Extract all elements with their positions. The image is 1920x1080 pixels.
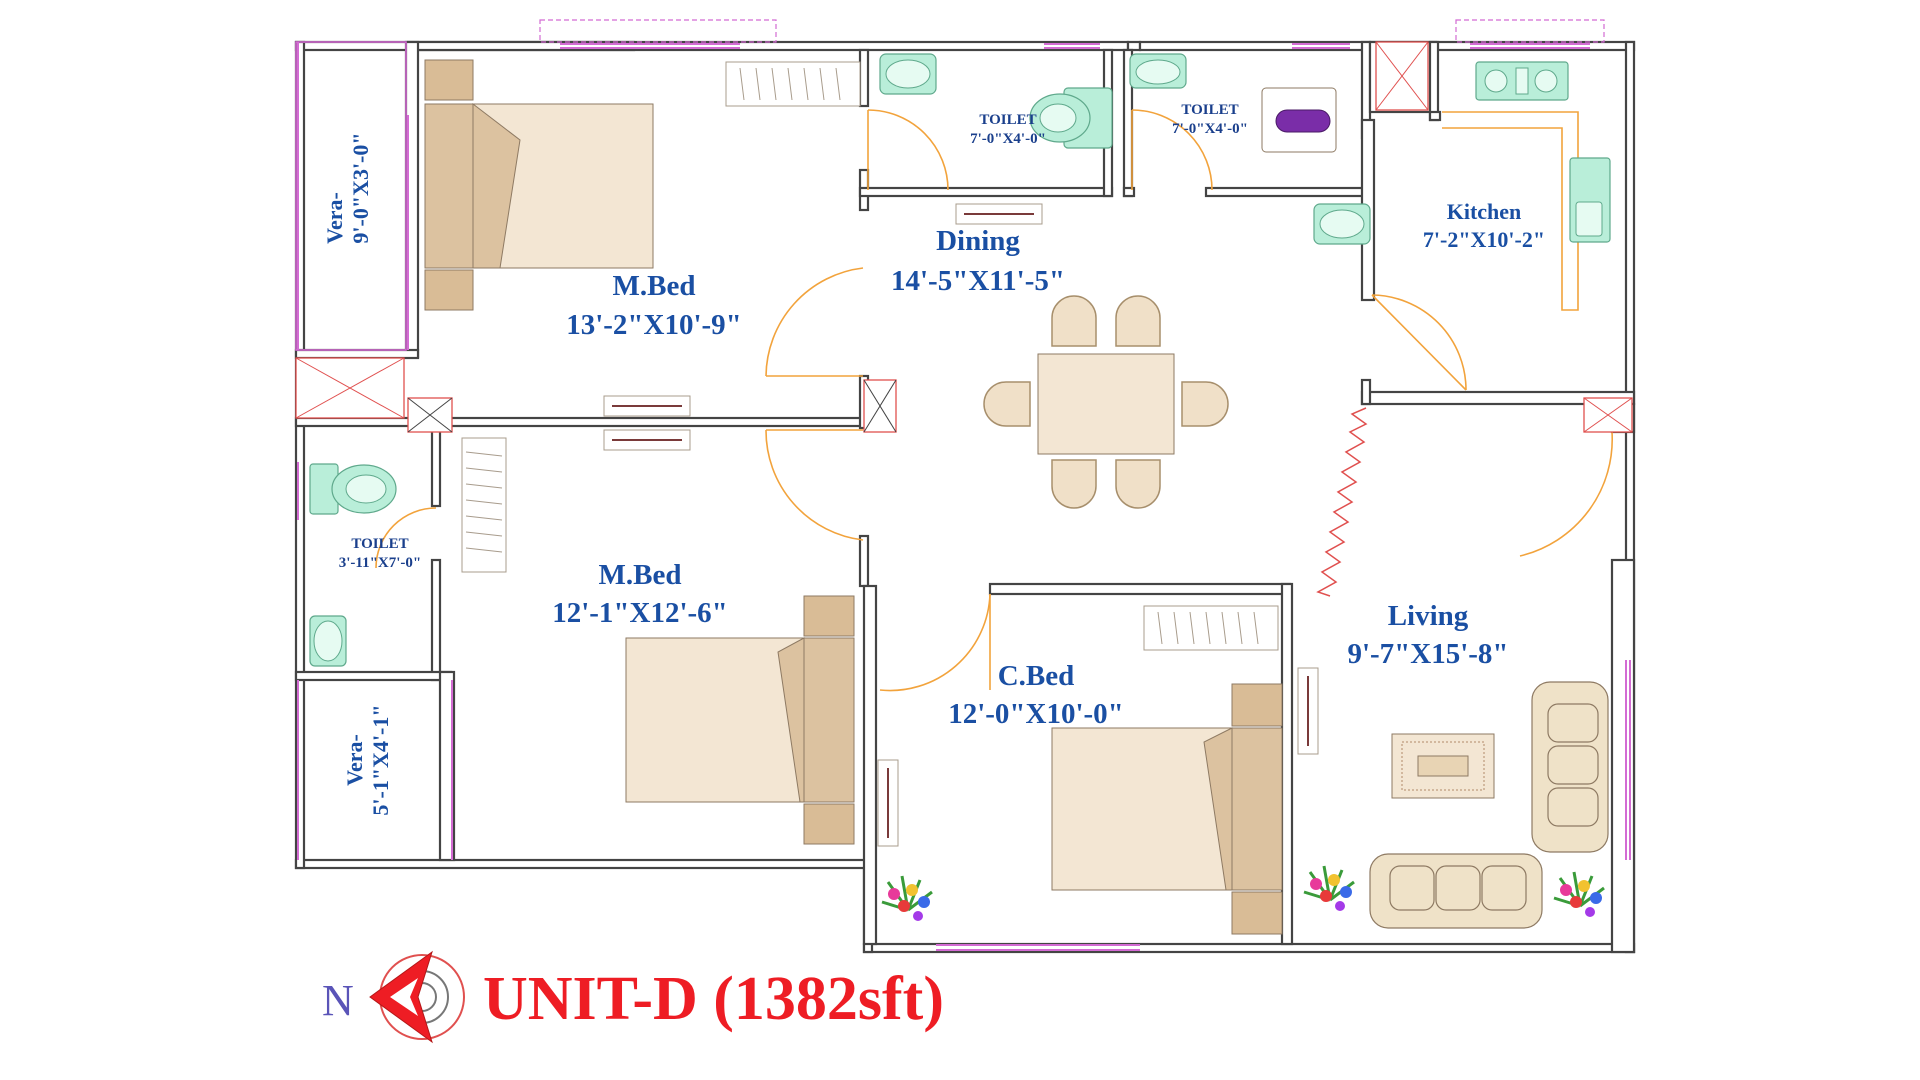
windows [295,19,1631,951]
room-name-living: Living [1388,600,1469,632]
room-name-toilet-c: TOILET [351,536,408,552]
room-name-mbed-top: M.Bed [613,270,696,302]
room-name-vera-top: Vera- [322,192,347,244]
room-name-vera-bottom: Vera- [342,734,367,786]
coffee-table-icon [1391,733,1495,799]
duct-boxes [295,41,1633,433]
bed-icon [625,595,855,845]
plant-icon [881,875,933,921]
stair-icon [1316,407,1368,597]
plant-icon [1303,865,1355,911]
bed-icon [424,59,654,311]
duct-box-icon [295,357,405,419]
room-name-toilet-b: TOILET [1181,102,1238,118]
room-size-toilet-c: 3'-11"X7'-0" [339,555,422,571]
room-name-cbed: C.Bed [998,660,1075,692]
north-arrow-icon [369,950,465,1044]
dining-set-icon [983,295,1229,509]
kitchen-counter [1442,111,1579,311]
toilet-icon [1261,87,1337,153]
wardrobe-icon [1143,605,1279,651]
duct-box-icon [1583,397,1633,433]
stove-icon [1475,61,1569,101]
plan-title: UNIT-D (1382sft) [483,965,944,1033]
room-size-living: 9'-7"X15'-8" [1347,638,1508,670]
wash-basin-icon [879,53,937,95]
toilet-icon [309,463,397,515]
room-size-dining: 14'-5"X11'-5" [891,265,1065,297]
room-size-vera-top: 9'-0"X3'-0" [348,132,373,243]
room-size-toilet-a: 7'-0"X4'-0" [970,131,1046,147]
room-name-dining: Dining [936,225,1020,257]
room-size-cbed: 12'-0"X10'-0" [948,698,1124,730]
room-size-vera-bottom: 5'-1"X4'-1" [368,704,393,815]
doors [375,109,1614,692]
wash-basin-icon [1129,53,1187,89]
sofa-icon [1369,853,1543,929]
room-size-toilet-b: 7'-0"X4'-0" [1172,121,1248,137]
room-name-kitchen: Kitchen [1447,199,1522,224]
duct-box-icon [1375,41,1429,111]
duct-box-icon [407,397,453,433]
wash-basin-icon [309,615,347,667]
wardrobe-icon [461,437,507,573]
room-size-kitchen: 7'-2"X10'-2" [1423,227,1545,252]
bed-icon [1051,683,1283,935]
wardrobe-icon [725,61,861,107]
duct-box-icon [863,379,897,433]
room-size-mbed-top: 13'-2"X10'-9" [566,309,742,341]
sofa-icon [1531,681,1609,853]
sink-icon [1569,157,1611,243]
side-units [603,203,1319,847]
room-size-mbed-bottom: 12'-1"X12'-6" [552,597,728,629]
room-name-mbed-bottom: M.Bed [599,559,682,591]
room-name-toilet-a: TOILET [979,112,1036,128]
plant-icon [1553,871,1605,917]
north-label: N [322,976,354,1025]
toilet-icon [1029,87,1113,149]
wash-basin-icon [1313,203,1371,245]
